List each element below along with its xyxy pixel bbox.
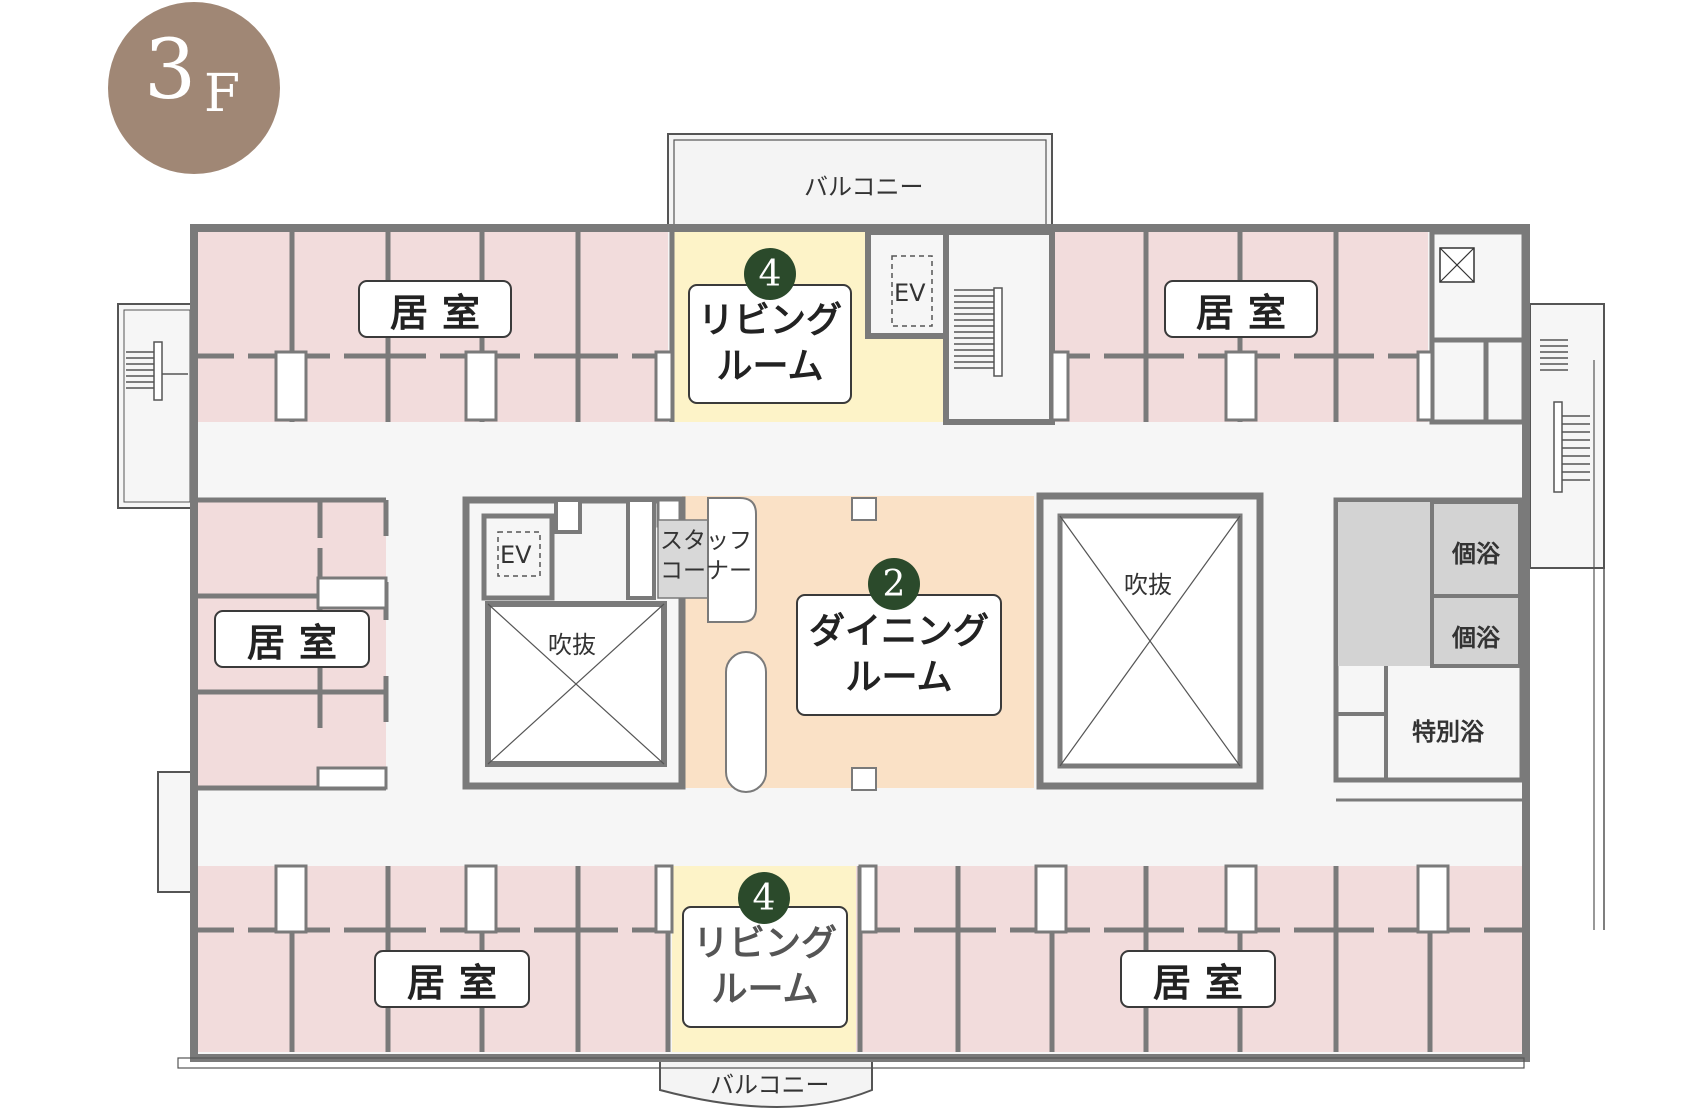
living-bottom-marker: 4 [738,872,790,924]
room-label-top-left: 居室 [358,280,512,338]
atrium-right-label: 吹抜 [1124,571,1172,599]
room-label-bottom-left: 居室 [374,950,530,1008]
floor-badge: 3 F [108,2,280,174]
balcony-top-label: バルコニー [804,173,924,201]
room-label-left: 居室 [214,610,370,668]
room-label-top-right: 居室 [1164,280,1318,338]
stair-left-outer [117,303,197,509]
special-bath-label: 特別浴 [1412,718,1484,746]
balcony-bottom-area [659,1057,873,1108]
stair-center [943,229,1055,425]
floor-number: 3 [144,23,197,118]
elevator-left-label: EV [500,541,532,569]
balcony-top-area [667,133,1053,229]
stair-right-outer [1529,303,1605,569]
wall-left-outer [157,771,197,893]
living-top-marker: 4 [744,248,796,300]
living-top-label: リビング ルーム [688,284,852,404]
private-bath-1-label: 個浴 [1452,540,1500,568]
floor-unit: F [204,64,241,124]
dining-marker: 2 [868,558,920,610]
dining-label: ダイニング ルーム [796,594,1002,716]
dining-counter [725,651,767,793]
room-label-bottom-right: 居室 [1120,950,1276,1008]
balcony-bottom-label: バルコニー [710,1071,830,1099]
private-bath-2-label: 個浴 [1452,624,1500,652]
staff-corner-label: スタッフ コーナー [660,528,752,584]
living-bottom-label: リビング ルーム [682,906,848,1028]
atrium-left-label: 吹抜 [548,631,596,659]
elevator-top-label: EV [894,279,926,307]
